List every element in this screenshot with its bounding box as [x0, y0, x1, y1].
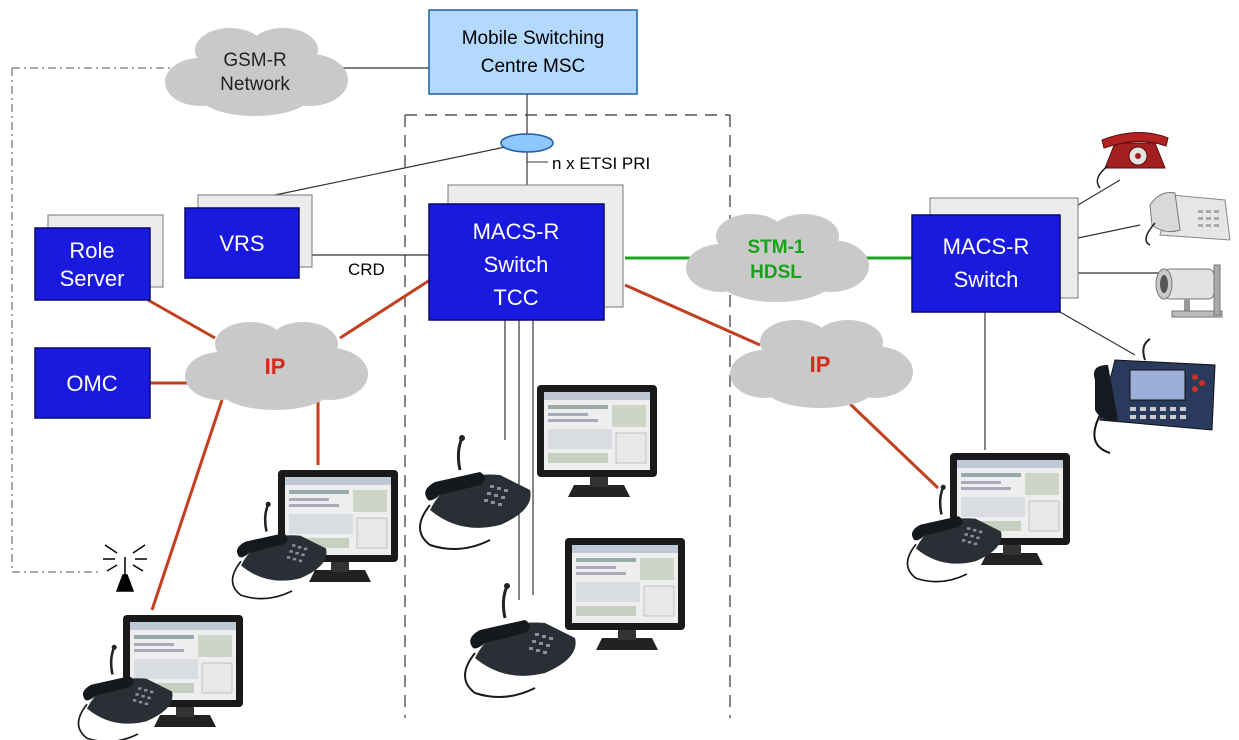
analog-phone-icon[interactable]: [1096, 131, 1169, 189]
ip-cloud-left: IP: [185, 322, 368, 410]
antenna-icon: [103, 544, 147, 592]
ip-cloud-right: IP: [730, 320, 913, 408]
workstation-icon[interactable]: [564, 537, 686, 651]
omc-label: OMC: [66, 371, 117, 396]
vrs-box[interactable]: VRS: [184, 194, 313, 279]
role-server-line1: Role: [69, 238, 114, 263]
pri-vrs-link: [274, 145, 511, 196]
desk-phone-icon[interactable]: [418, 433, 533, 551]
ip-links-right: [624, 283, 940, 490]
ip-cloud-right-label: IP: [810, 352, 831, 377]
dispatcher-console-icon[interactable]: [1093, 338, 1216, 454]
omc-box[interactable]: OMC: [34, 347, 151, 419]
crd-label: CRD: [348, 260, 385, 279]
macs-tcc-line1: MACS-R: [473, 219, 560, 244]
role-server-line2: Server: [60, 266, 125, 291]
gsmr-link: [11, 67, 172, 573]
stm-cloud-line2: HDSL: [750, 262, 802, 283]
stm-cloud: STM-1 HDSL: [686, 214, 869, 302]
macs-tcc-line3: TCC: [493, 285, 538, 310]
macs-remote-line1: MACS-R: [943, 234, 1030, 259]
gsmr-cloud: GSM-R Network: [165, 28, 348, 116]
pri-label: n x ETSI PRI: [552, 154, 650, 173]
ip-links-left: [147, 278, 431, 611]
role-server-box[interactable]: Role Server: [34, 214, 164, 301]
msc-box[interactable]: Mobile Switching Centre MSC: [428, 9, 638, 95]
vrs-label: VRS: [219, 231, 264, 256]
remote-terminal-links: [984, 179, 1165, 450]
macs-tcc-box[interactable]: MACS-R Switch TCC: [428, 184, 624, 321]
tcc-region: [404, 114, 731, 718]
pri-multiplexer: [500, 133, 554, 153]
macs-tcc-line2: Switch: [484, 252, 549, 277]
macs-remote-line2: Switch: [954, 267, 1019, 292]
gsmr-cloud-line2: Network: [220, 74, 290, 95]
workstation-icon[interactable]: [536, 384, 658, 498]
gsmr-cloud-line1: GSM-R: [223, 50, 286, 71]
macs-remote-box[interactable]: MACS-R Switch: [911, 197, 1079, 313]
ip-cloud-left-label: IP: [265, 354, 286, 379]
stm-cloud-line1: STM-1: [748, 237, 805, 258]
msc-label-line1: Mobile Switching: [462, 28, 605, 49]
speaker-icon[interactable]: [1155, 264, 1223, 318]
desk-phone-icon[interactable]: [1145, 192, 1231, 246]
msc-label-line2: Centre MSC: [481, 56, 586, 77]
tcc-local-links: [504, 320, 534, 600]
desk-phone-icon[interactable]: [463, 581, 578, 699]
